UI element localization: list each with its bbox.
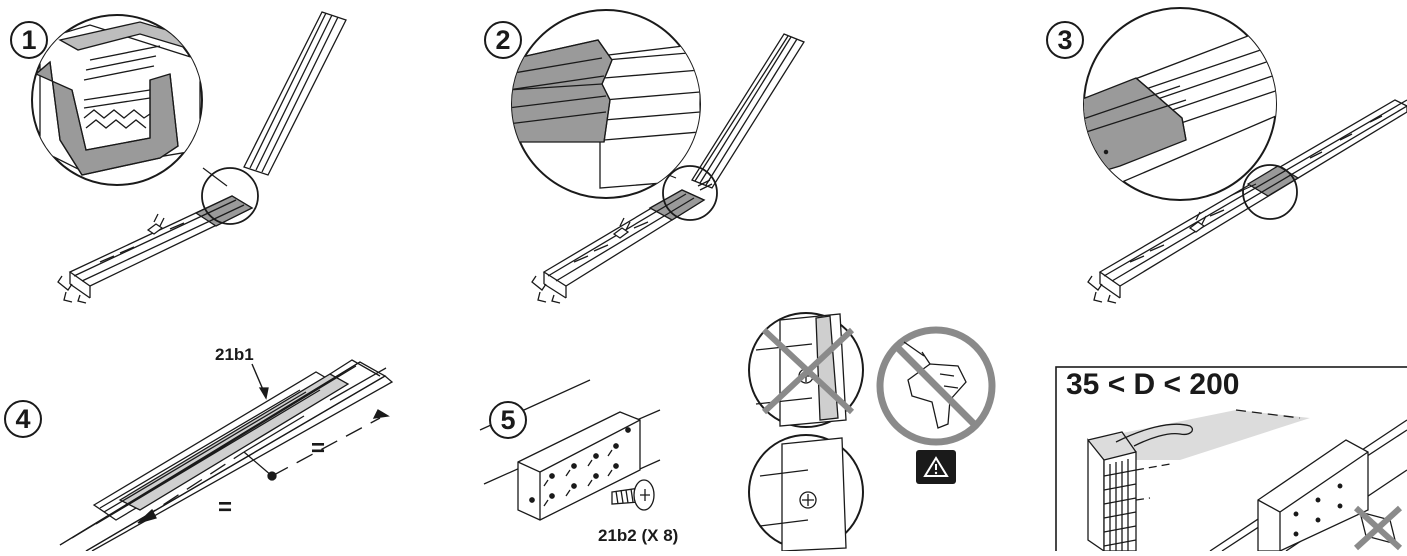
panel-3 [1083,7,1407,304]
screw-icon [611,479,655,511]
zoom-detail-2 [512,39,700,189]
step-2-label: 2 [484,21,522,59]
panel-4 [59,359,394,552]
step-1-label: 1 [10,21,48,59]
zoom-detail-1 [34,21,201,176]
step-5-label: 5 [489,401,527,439]
equal-sign-left: = [218,494,233,521]
rail-joint-5 [479,379,661,521]
rail-vertical-1 [243,11,347,176]
part-label-21b1: 21b1 [215,345,254,364]
rail-vertical-2 [691,33,805,191]
step-3-label: 3 [1046,21,1084,59]
grille-unit [1087,431,1171,551]
no-drill-icon [876,326,996,446]
equal-sign-right: = [311,435,326,462]
step-4-label: 4 [4,400,42,438]
panel-2 [511,9,805,304]
rail-cover-6 [1209,419,1407,551]
panel-1 [31,11,347,304]
rail-cover-4 [59,359,394,552]
rail-horizontal-2 [531,189,706,304]
rail-horizontal-1 [57,195,254,304]
dimension-lines-4 [137,367,390,524]
rail-horizontal-3 [1087,99,1407,304]
warning-triangle-icon [916,450,956,484]
distance-range-label: 35 < D < 200 [1066,368,1240,401]
panel-5 [479,312,996,552]
part-label-21b2: 21b2 (X 8) [598,526,679,545]
panel-6 [1055,366,1407,556]
